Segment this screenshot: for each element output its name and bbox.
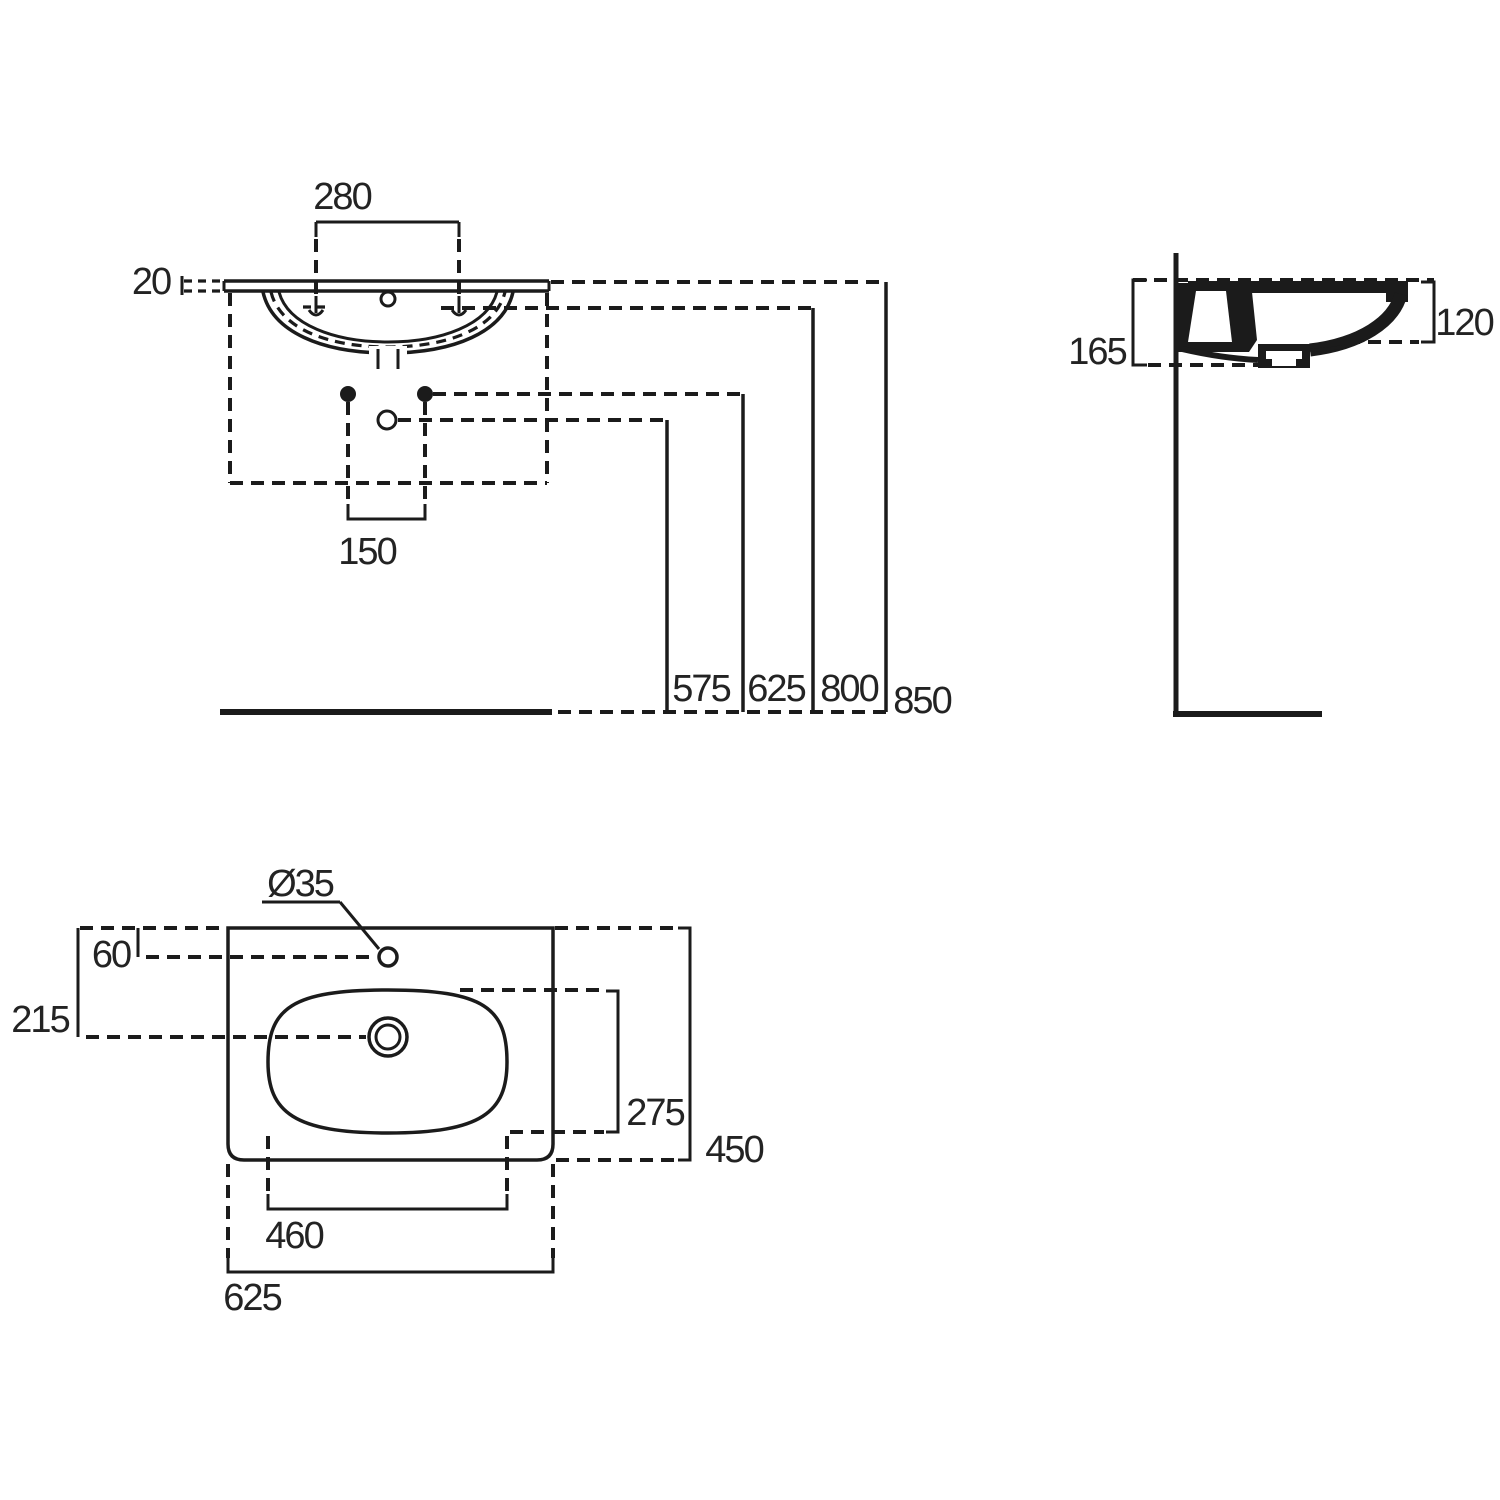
side-view: 165 120 — [1068, 253, 1496, 717]
fixing-hole-left — [340, 386, 356, 402]
dim-bowl-front-to-back: 275 — [460, 988, 687, 1134]
dim-drain-from-back-label: 215 — [11, 999, 69, 1041]
tap-hole-anchor-left — [303, 296, 329, 317]
dim-height-taps-label: 800 — [820, 668, 878, 710]
dim-height-rim-label: 850 — [893, 680, 951, 722]
dim-tap-hole-spacing-label: 280 — [313, 176, 371, 218]
dim-overall-width: 625 — [223, 1164, 555, 1319]
dim-fixing-spacing: 150 — [338, 504, 427, 573]
dim-bowl-front-to-back-label: 275 — [626, 1092, 684, 1134]
dim-overall-depth: 450 — [556, 926, 766, 1171]
tap-hole-anchor-right — [450, 296, 468, 317]
dim-tap-hole-spacing: 280 — [313, 176, 461, 296]
basin-section-profile — [1178, 281, 1408, 368]
dim-overall-width-label: 625 — [223, 1277, 281, 1319]
dim-basin-height: 165 — [1068, 278, 1147, 373]
dim-fixing-spacing-label: 150 — [338, 531, 396, 573]
rim-outline — [222, 279, 551, 293]
dim-bowl-width: 460 — [265, 1136, 509, 1257]
drain-inner — [374, 1023, 402, 1051]
dim-tap-hole-diameter-label: Ø35 — [267, 863, 334, 905]
dim-basin-height-label: 165 — [1068, 331, 1126, 373]
dim-height-drain-label: 575 — [672, 668, 730, 710]
dim-tap-from-back-label: 60 — [92, 934, 131, 976]
dim-drain-from-back: 215 — [11, 928, 366, 1041]
hidden-outline-rect — [228, 293, 549, 485]
overflow-hole — [379, 290, 397, 308]
bowl-plan-outline — [266, 988, 509, 1135]
dim-rim-thickness-label: 20 — [132, 261, 171, 303]
dim-overall-depth-label: 450 — [705, 1129, 763, 1171]
basin-plan-outline — [226, 926, 555, 1162]
dim-height-fixing-label: 625 — [747, 668, 805, 710]
tap-hole — [377, 946, 399, 968]
dim-tap-from-back: 60 — [92, 928, 376, 976]
dim-bowl-width-label: 460 — [265, 1215, 323, 1257]
front-view: 20 280 — [132, 176, 954, 722]
drain-outlet-front — [376, 409, 398, 431]
drain-trap-front — [369, 346, 407, 369]
dim-rim-thickness: 20 — [132, 261, 221, 303]
plan-view: Ø35 60 215 275 — [11, 863, 766, 1319]
bowl-front-outline — [261, 291, 515, 355]
dim-bowl-depth: 120 — [1347, 280, 1496, 344]
dim-tap-hole-diameter: Ø35 — [262, 863, 381, 950]
drain-outer — [367, 1016, 409, 1058]
fixing-hole-right — [417, 386, 433, 402]
dim-bowl-depth-label: 120 — [1435, 302, 1493, 344]
